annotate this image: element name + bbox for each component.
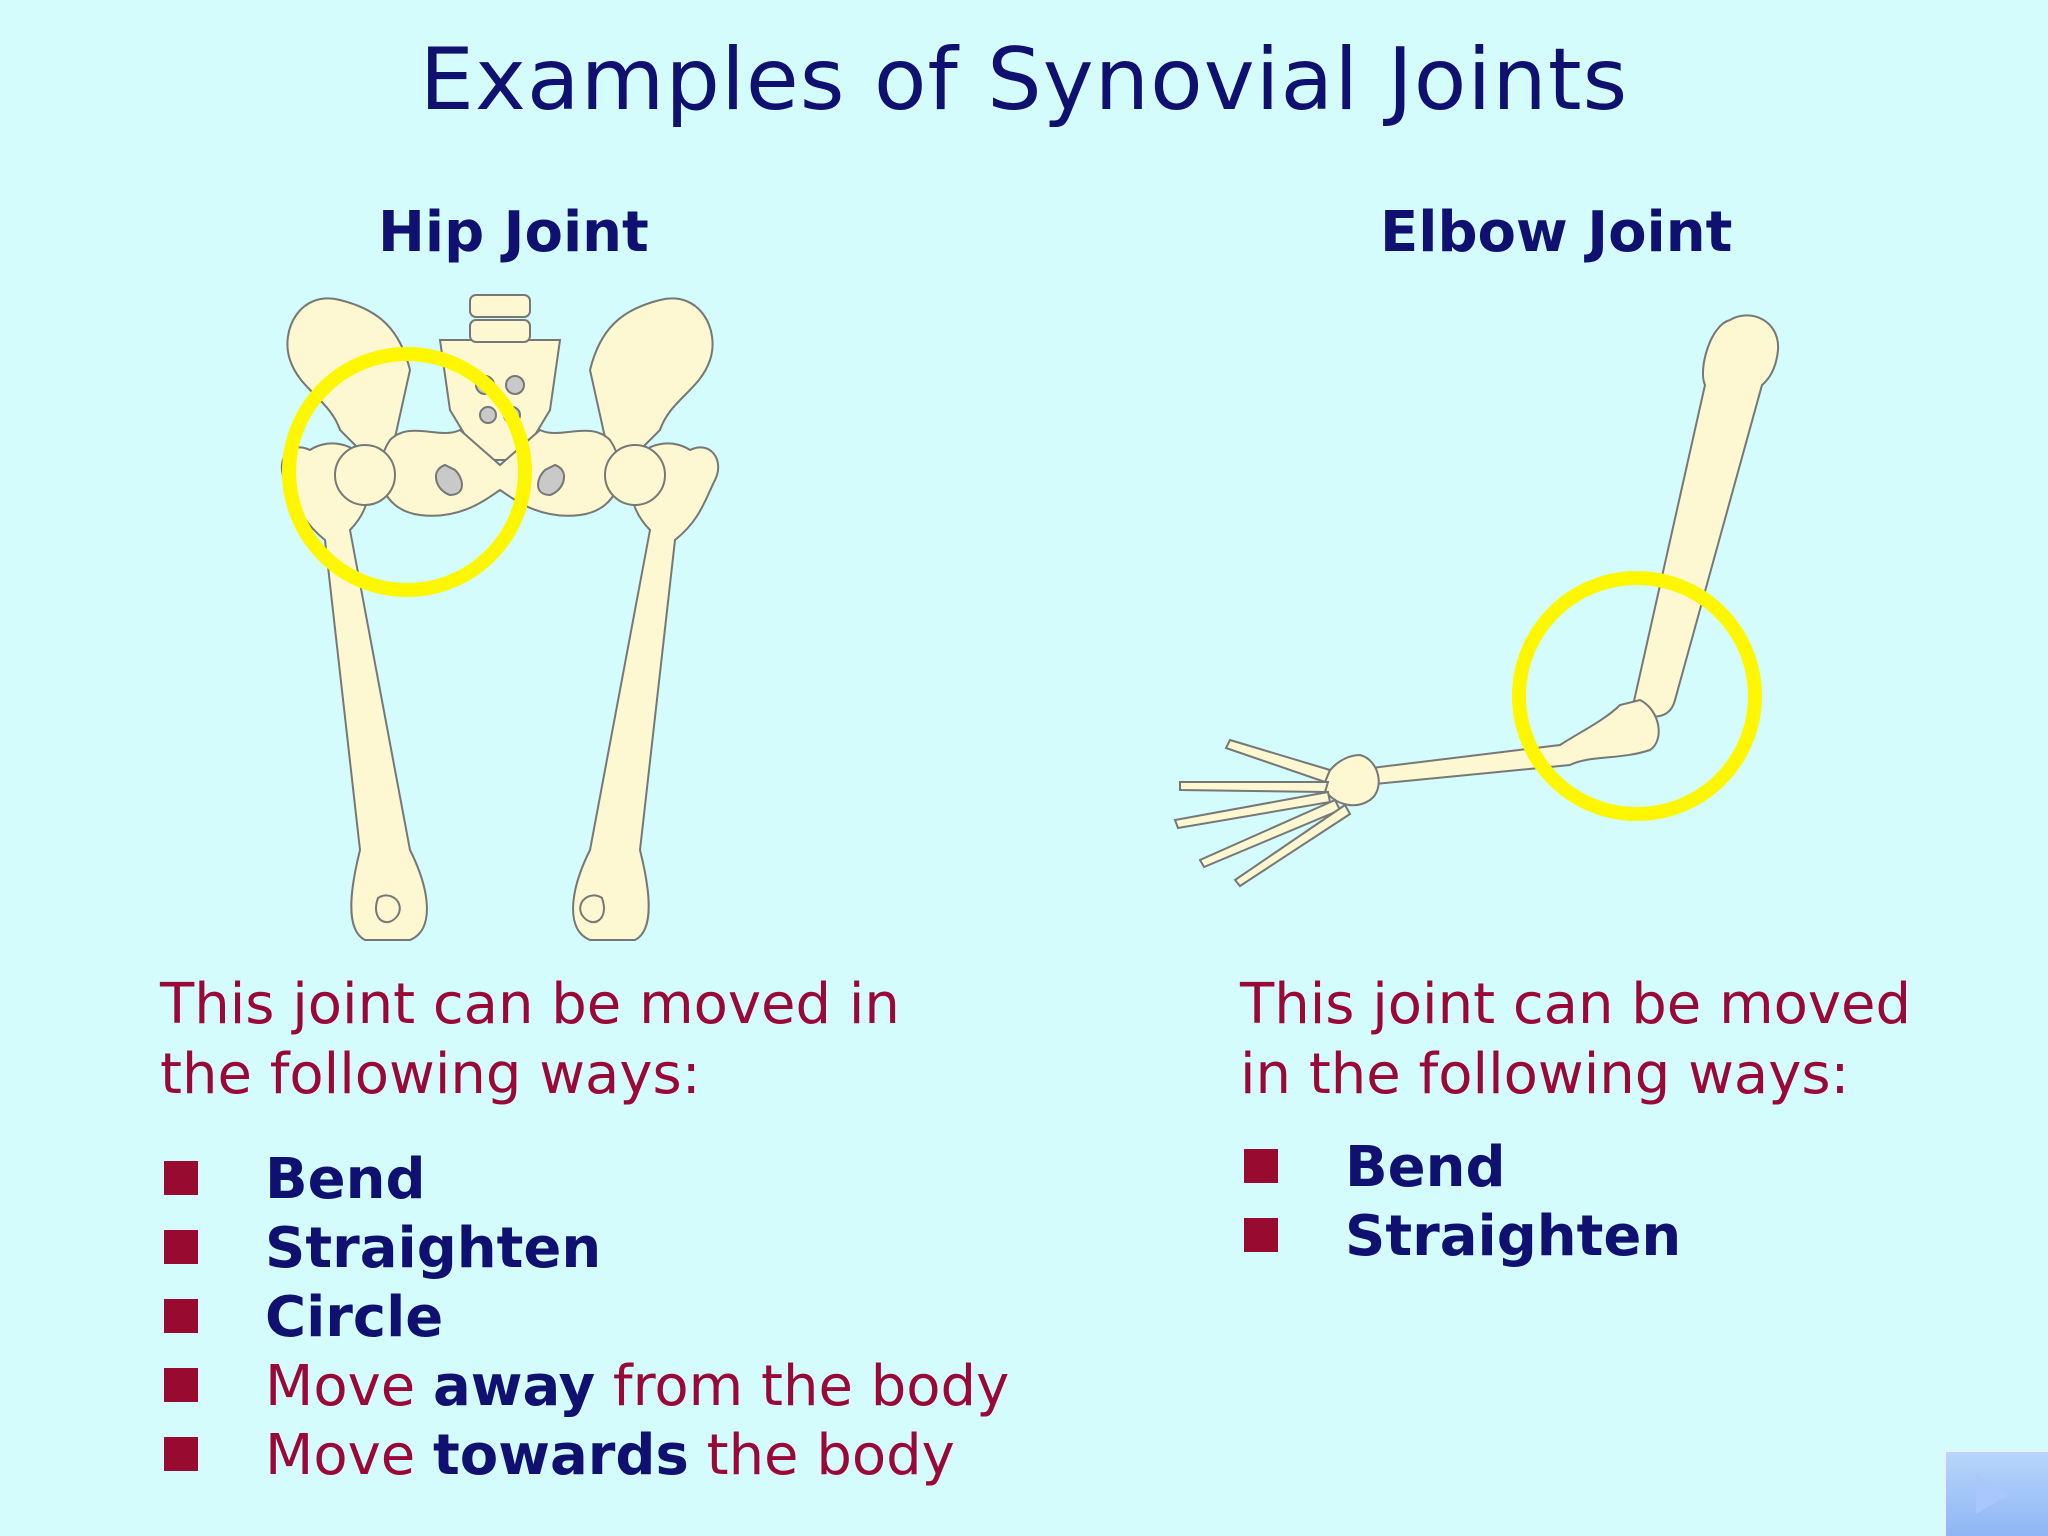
move-suffix: the body — [706, 1423, 955, 1488]
move-emphasis: away — [432, 1354, 596, 1419]
slide-title: Examples of Synovial Joints — [419, 30, 1629, 130]
elbow-skeleton-illustration — [1173, 314, 1780, 888]
move-prefix: Move — [265, 1354, 416, 1419]
move-label: Bend — [265, 1147, 426, 1212]
move-label: Circle — [265, 1285, 444, 1350]
next-slide-arrow-icon — [1976, 1474, 2010, 1514]
square-bullet-icon — [164, 1437, 198, 1471]
list-item: Circle — [160, 1283, 1009, 1352]
elbow-joint-heading: Elbow Joint — [1380, 200, 1733, 265]
square-bullet-icon — [1244, 1218, 1278, 1252]
elbow-movement-intro: This joint can be moved in the following… — [1240, 972, 1912, 1107]
list-item: Straighten — [160, 1214, 1009, 1283]
move-label: Straighten — [265, 1216, 602, 1281]
hip-joint-heading: Hip Joint — [378, 200, 649, 265]
hip-skeleton-illustration — [280, 294, 720, 941]
list-item: Move away from the body — [160, 1352, 1009, 1421]
next-slide-button[interactable] — [1944, 1450, 2048, 1536]
square-bullet-icon — [164, 1299, 198, 1333]
move-label: Straighten — [1345, 1204, 1682, 1269]
list-item: Bend — [1240, 1133, 1681, 1202]
square-bullet-icon — [1244, 1149, 1278, 1183]
list-item: Bend — [160, 1145, 1009, 1214]
square-bullet-icon — [164, 1230, 198, 1264]
move-label: Bend — [1345, 1135, 1506, 1200]
elbow-movement-list: Bend Straighten — [1240, 1133, 1681, 1271]
hip-movement-intro: This joint can be moved in the following… — [160, 972, 900, 1107]
list-item: Straighten — [1240, 1202, 1681, 1271]
move-emphasis: towards — [432, 1423, 689, 1488]
move-suffix: from the body — [612, 1354, 1010, 1419]
square-bullet-icon — [164, 1368, 198, 1402]
square-bullet-icon — [164, 1161, 198, 1195]
move-prefix: Move — [265, 1423, 416, 1488]
list-item: Move towards the body — [160, 1421, 1009, 1490]
hip-movement-list: Bend Straighten Circle Move away from th… — [160, 1145, 1009, 1490]
